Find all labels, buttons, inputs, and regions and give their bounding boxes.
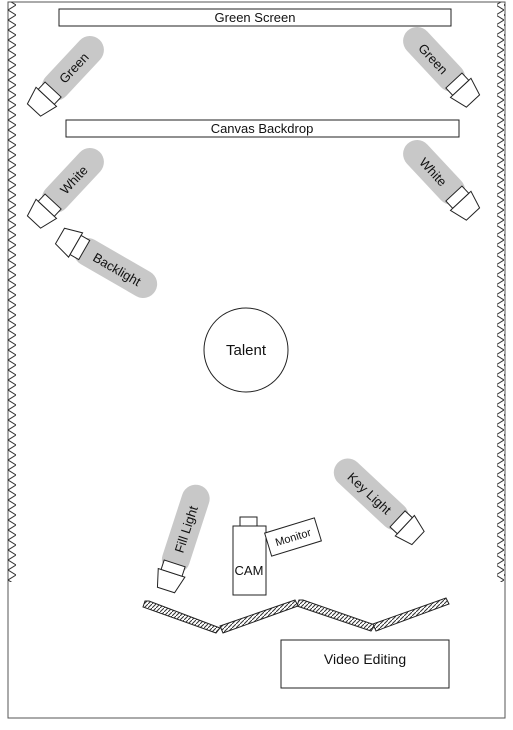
light-white-left: White: [26, 148, 104, 229]
green-screen-bar: Green Screen: [58, 8, 452, 27]
light-white-right: White: [403, 140, 481, 221]
light-key: Key Light: [333, 458, 425, 546]
video-editing-label: Video Editing: [324, 651, 406, 667]
light-fill: Fill Light: [156, 484, 210, 594]
room-walls: [7, 1, 506, 719]
canvas-backdrop-label: Canvas Backdrop: [211, 121, 314, 136]
talent-label: Talent: [226, 342, 267, 359]
video-editing-area: Video Editing: [280, 639, 450, 689]
green-screen-label: Green Screen: [215, 10, 296, 25]
partition-wall: [142, 597, 450, 634]
curtain-left: [8, 2, 16, 582]
talent-mark: Talent: [203, 307, 289, 393]
light-backlight: Backlight: [54, 227, 158, 298]
light-green-left: Green: [26, 36, 104, 117]
canvas-backdrop-bar: Canvas Backdrop: [65, 119, 460, 138]
camera: CAM: [232, 516, 267, 596]
curtain-right: [497, 2, 505, 582]
camera-label: CAM: [235, 563, 264, 578]
light-green-right: Green: [403, 27, 481, 108]
monitor: Monitor: [264, 517, 322, 557]
